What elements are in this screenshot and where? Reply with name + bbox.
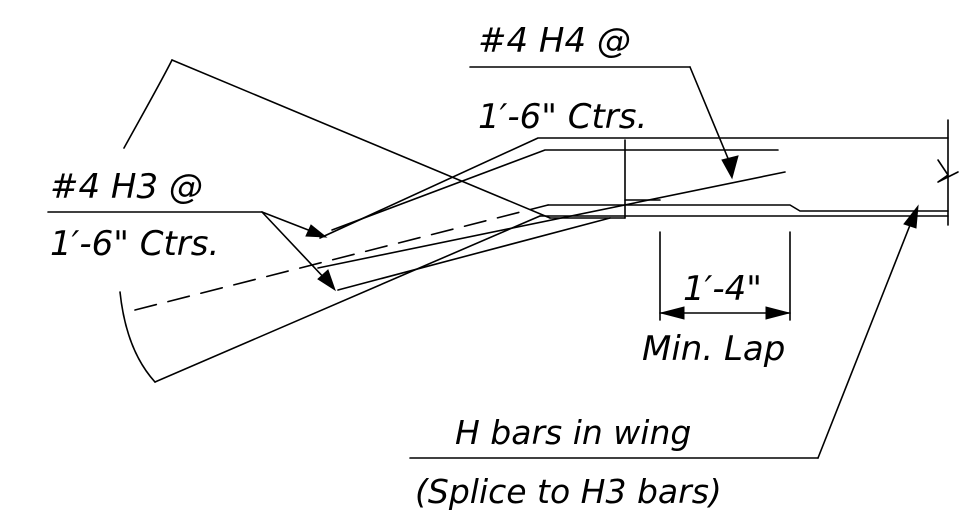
h4-leader-line (689, 66, 733, 169)
h3-arrowhead-upper (305, 224, 328, 238)
h3-bar-upper (547, 204, 949, 212)
lap-note: Min. Lap (642, 329, 785, 369)
wing-callout-line2: (Splice to H3 bars) (415, 472, 722, 511)
wing-break-curve-bottom (119, 291, 156, 383)
lap-dimension: 1′-4" Min. Lap (642, 231, 791, 369)
wall-break-mark (937, 159, 959, 183)
h3-bar-lower (337, 217, 611, 291)
h3-leader-line-lower (261, 211, 329, 283)
h3-callout-line1: #4 H3 @ (50, 167, 203, 207)
h4-bar-inner (331, 149, 779, 231)
lap-arrowhead-left (659, 306, 685, 320)
lap-dimension-value: 1′-4" (683, 269, 762, 309)
h4-callout: #4 H4 @ 1′-6" Ctrs. (469, 21, 739, 180)
h3-bar-long (317, 171, 786, 269)
h3-bar-dashed (134, 204, 549, 311)
wing-callout-line1: H bars in wing (455, 413, 691, 452)
wing-break-curve-top (123, 59, 173, 149)
h4-bars (319, 137, 949, 239)
h3-leader-line-upper (261, 211, 317, 234)
wing-back-face (171, 59, 551, 219)
h3-callout: #4 H3 @ 1′-6" Ctrs. (47, 167, 336, 292)
lap-arrowhead-right (765, 306, 791, 320)
h3-callout-line2: 1′-6" Ctrs. (50, 224, 219, 264)
wing-front-face (154, 215, 541, 383)
h3-arrowhead-lower (317, 269, 336, 292)
wing-leader-line (817, 214, 915, 459)
h4-callout-line2: 1′-6" Ctrs. (478, 97, 647, 137)
wing-callout: H bars in wing (Splice to H3 bars) (409, 204, 919, 511)
wing-arrowhead (903, 204, 919, 229)
h4-arrowhead (721, 155, 739, 180)
h3-bars (134, 171, 949, 311)
h4-bar-outer (319, 137, 949, 239)
h4-callout-line1: #4 H4 @ (478, 21, 631, 61)
